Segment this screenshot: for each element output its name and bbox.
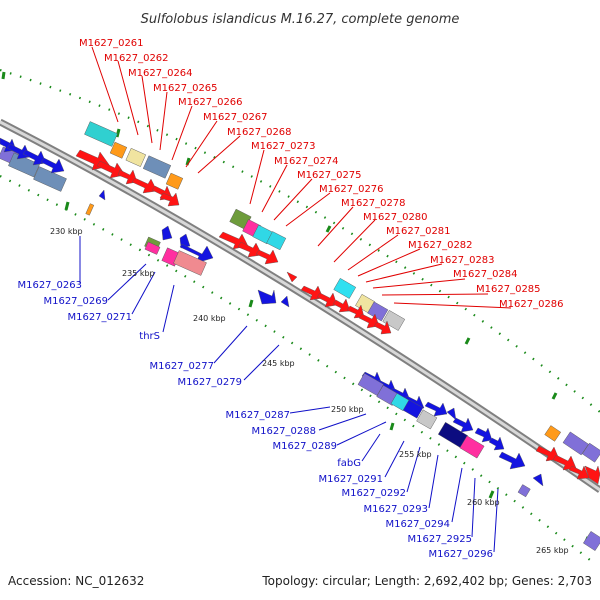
gene-label[interactable]: M1627_0281 bbox=[386, 226, 451, 237]
outer-features bbox=[75, 121, 600, 485]
kbp-label: 255 kbp bbox=[399, 450, 432, 459]
gene-label[interactable]: M1627_0271 bbox=[67, 312, 132, 323]
gene-label[interactable]: M1627_0294 bbox=[385, 519, 450, 530]
genome-backbone bbox=[0, 118, 600, 493]
gene-label[interactable]: M1627_0265 bbox=[153, 83, 218, 94]
gene-label[interactable]: M1627_0286 bbox=[499, 299, 564, 310]
gene-label[interactable]: M1627_0288 bbox=[251, 426, 316, 437]
kbp-label: 265 kbp bbox=[536, 546, 569, 555]
gene-label[interactable]: fabG bbox=[337, 458, 361, 469]
gene-label[interactable]: M1627_0293 bbox=[363, 504, 428, 515]
kbp-label: 250 kbp bbox=[331, 405, 364, 414]
gene-label[interactable]: M1627_0269 bbox=[43, 296, 108, 307]
gene-label[interactable]: M1627_0283 bbox=[430, 255, 495, 266]
topology-text: Topology: circular; Length: 2,692,402 bp… bbox=[261, 574, 592, 588]
gene-label[interactable]: M1627_0280 bbox=[363, 212, 428, 223]
outer-dotted-ring bbox=[0, 68, 600, 413]
gene-label[interactable]: M1627_0273 bbox=[251, 141, 316, 152]
kbp-label: 260 kbp bbox=[467, 498, 500, 507]
gene-label[interactable]: M1627_0262 bbox=[104, 53, 169, 64]
top-labels: M1627_0261 M1627_0262 M1627_0264 M1627_0… bbox=[79, 38, 564, 310]
gene-label[interactable]: M1627_0279 bbox=[177, 377, 242, 388]
gene-label[interactable]: M1627_0276 bbox=[319, 184, 384, 195]
gene-label[interactable]: M1627_0275 bbox=[297, 170, 362, 181]
gene-label[interactable]: M1627_0282 bbox=[408, 240, 473, 251]
kbp-label: 235 kbp bbox=[122, 269, 155, 278]
kbp-label: 230 kbp bbox=[50, 227, 83, 236]
gene-label[interactable]: M1627_0296 bbox=[428, 549, 493, 560]
gene-label[interactable]: M1627_0284 bbox=[453, 269, 518, 280]
gene-label[interactable]: M1627_0263 bbox=[17, 280, 82, 291]
top-label-leaders bbox=[91, 46, 512, 309]
gene-label[interactable]: M1627_0285 bbox=[476, 284, 541, 295]
inner-features bbox=[0, 137, 600, 551]
kbp-label: 240 kbp bbox=[193, 314, 226, 323]
gene-label[interactable]: M1627_0274 bbox=[274, 156, 339, 167]
gene-label[interactable]: M1627_0287 bbox=[225, 410, 290, 421]
gene-label[interactable]: M1627_0278 bbox=[341, 198, 406, 209]
gene-label[interactable]: M1627_2925 bbox=[407, 534, 472, 545]
inner-dotted-ring bbox=[0, 175, 591, 561]
bottom-label-leaders bbox=[79, 236, 499, 553]
map-title: Sulfolobus islandicus M.16.27, complete … bbox=[141, 12, 460, 27]
gene-label[interactable]: M1627_0266 bbox=[178, 97, 243, 108]
gene-label[interactable]: thrS bbox=[139, 331, 160, 342]
gene-label[interactable]: M1627_0292 bbox=[341, 488, 406, 499]
gene-label[interactable]: M1627_0289 bbox=[272, 441, 337, 452]
gene-label[interactable]: M1627_0261 bbox=[79, 38, 144, 49]
gene-label[interactable]: M1627_0268 bbox=[227, 127, 292, 138]
gene-label[interactable]: M1627_0264 bbox=[128, 68, 193, 79]
bottom-labels: M1627_0263 M1627_0269 M1627_0271 thrS M1… bbox=[17, 280, 493, 560]
gene-label[interactable]: M1627_0291 bbox=[318, 474, 383, 485]
gene-label[interactable]: M1627_0277 bbox=[149, 361, 214, 372]
accession-text: Accession: NC_012632 bbox=[8, 574, 144, 588]
kbp-label: 245 kbp bbox=[262, 359, 295, 368]
kbp-tick-labels: 230 kbp 235 kbp 240 kbp 245 kbp 250 kbp … bbox=[50, 227, 569, 555]
gene-label[interactable]: M1627_0267 bbox=[203, 112, 268, 123]
